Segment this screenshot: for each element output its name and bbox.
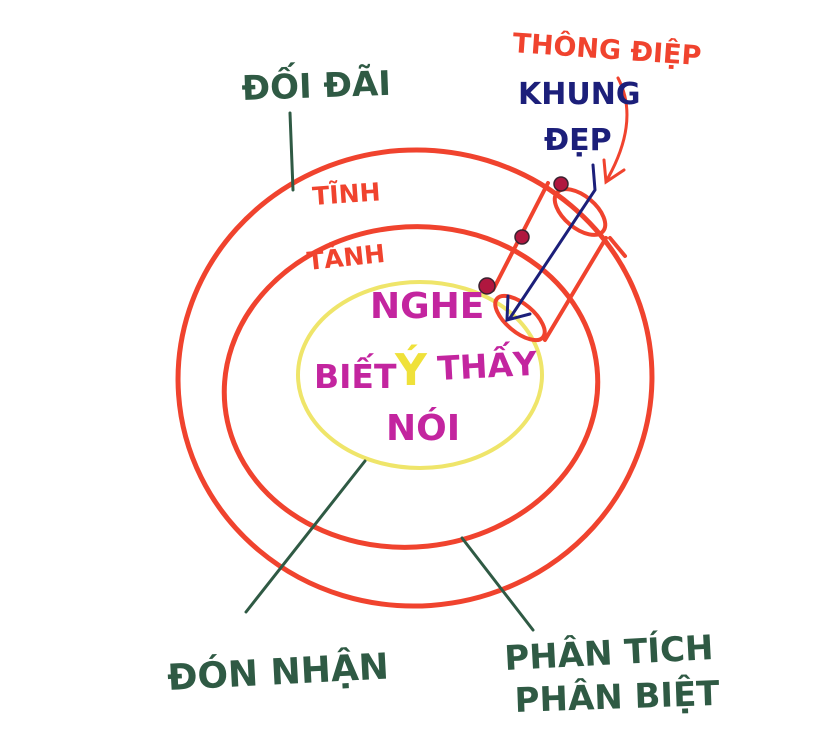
label-dep: ĐẸP [544, 123, 612, 158]
label-nghe: NGHE [370, 286, 484, 327]
label-phan-biet: PHÂN BIỆT [514, 673, 721, 721]
label-thong-diep: THÔNG ĐIỆP [512, 27, 703, 72]
frame-arrow [505, 163, 597, 322]
label-doi-dai: ĐỐI ĐÃI [241, 59, 392, 109]
middle-ring [221, 224, 601, 550]
label-don-nhan: ĐÓN NHẬN [166, 644, 390, 699]
dot-outer [553, 176, 569, 192]
dot-inner [478, 277, 496, 295]
label-khung: KHUNG [518, 77, 640, 112]
message-arrow [602, 76, 629, 185]
dot-middle [514, 229, 530, 245]
leader-lines [244, 111, 535, 632]
core-ring [296, 280, 544, 470]
outer-ring [175, 147, 655, 609]
label-y: Ý [394, 343, 428, 396]
label-biet: BIẾT [314, 352, 397, 396]
label-thay: THẤY [436, 339, 539, 388]
label-phan-tich: PHÂN TÍCH [503, 627, 714, 679]
label-noi: NÓI [386, 407, 460, 449]
message-tube [491, 181, 627, 343]
label-tinh: TĨNH [311, 177, 381, 211]
